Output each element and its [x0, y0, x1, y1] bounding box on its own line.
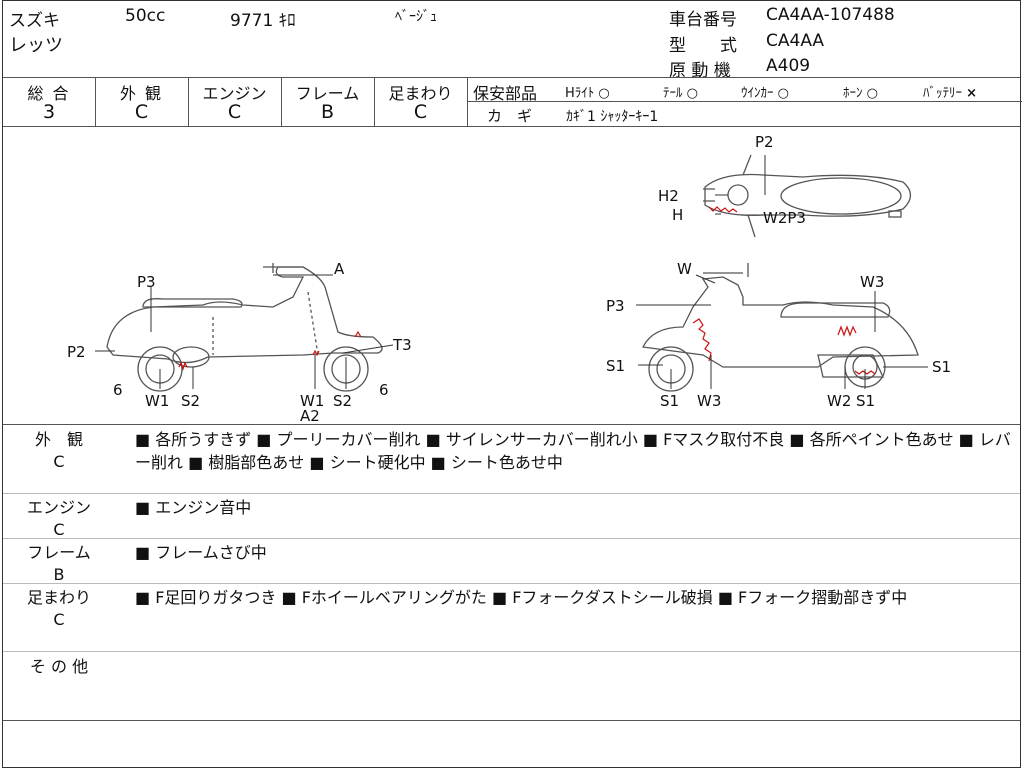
diagram-label: H — [672, 206, 684, 224]
diagram-label: P3 — [606, 297, 625, 315]
grade-label-exterior: 外 観 — [119, 84, 164, 103]
scooter-left-view — [106, 263, 383, 392]
divider — [3, 651, 1020, 652]
safety-item-winker: ｳｲﾝｶｰ ○ — [741, 86, 789, 101]
diagram-label: S1 — [932, 358, 952, 376]
divider — [467, 101, 1022, 102]
comment-text-frame: ■ フレームさび中 — [135, 543, 267, 562]
key-value: ｶｷﾞ1 ｼｬｯﾀｰｷｰ1 — [566, 109, 659, 125]
engine-label: 原 動 機 — [669, 61, 731, 81]
safety-item-tail: ﾃｰﾙ ○ — [663, 86, 698, 101]
diagram-label: H2 — [658, 187, 679, 205]
comment-text-suspension: ■ F足回りガタつき ■ Fホイールベアリングがた ■ Fフォークダストシール破… — [135, 588, 908, 607]
divider — [95, 77, 96, 127]
diagram-label: A2 — [300, 407, 320, 425]
divider — [374, 77, 375, 127]
grade-label-frame: フレーム — [295, 84, 360, 103]
divider — [3, 583, 1020, 584]
diagram-label: 6 — [379, 381, 389, 399]
grade-value-overall: 3 — [42, 101, 56, 123]
chassis-label: 車台番号 — [669, 10, 737, 30]
diagram-label: P2 — [67, 343, 86, 361]
diagram-label: 6 — [113, 381, 123, 399]
divider — [188, 77, 189, 127]
diagram-label: A — [334, 260, 345, 278]
divider — [3, 424, 1020, 425]
comment-label-other: そ の 他 — [29, 657, 89, 676]
scooter-diagram — [95, 154, 928, 392]
chassis-value: CA4AA-107488 — [766, 5, 895, 25]
grade-value-exterior: C — [134, 101, 149, 123]
diagram-label: S2 — [333, 392, 353, 410]
diagram-label: S1 — [660, 392, 680, 410]
diagram-label: W — [677, 260, 692, 278]
diagram-label: P3 — [137, 273, 156, 291]
type-value: CA4AA — [766, 31, 825, 51]
grade-label-suspension: 足まわり — [388, 84, 453, 103]
grade-value-engine: C — [227, 101, 242, 123]
engine-value: A409 — [766, 56, 811, 76]
diagram-label: P2 — [755, 133, 774, 151]
safety-label: 保安部品 — [473, 84, 538, 103]
safety-item-horn: ﾎｰﾝ ○ — [843, 86, 878, 101]
grade-label-engine: エンジン — [202, 84, 267, 103]
divider — [281, 77, 282, 127]
comment-text-engine: ■ エンジン音中 — [135, 498, 252, 517]
mileage: 9771 ｷﾛ — [230, 11, 296, 31]
damage-marks — [178, 206, 876, 375]
maker: スズキ — [9, 11, 60, 31]
divider — [3, 126, 1020, 127]
model-name: レッツ — [9, 35, 63, 56]
grade-value-suspension: C — [413, 101, 428, 123]
grade-label-overall: 総 合 — [27, 84, 71, 103]
diagram-label: S1 — [606, 357, 626, 375]
divider — [3, 77, 1020, 78]
displacement: 50cc — [125, 6, 166, 26]
safety-item-battery: ﾊﾞｯﾃﾘｰ × — [923, 86, 978, 101]
safety-item-headlight: Hﾗｲﾄ ○ — [565, 86, 610, 101]
diagram-label: W2P3 — [763, 209, 806, 227]
divider — [467, 77, 468, 127]
color: ﾍﾞｰｼﾞｭ — [395, 9, 437, 25]
diagram-label: W1 — [300, 392, 325, 410]
diagram-label: S2 — [181, 392, 201, 410]
diagram-label: W2 — [827, 392, 852, 410]
diagram-label: W3 — [697, 392, 722, 410]
diagram-label: S1 — [856, 392, 876, 410]
divider — [3, 538, 1020, 539]
divider — [3, 493, 1020, 494]
type-label: 型 式 — [669, 36, 737, 56]
key-label: カ ギ — [487, 107, 533, 125]
grade-value-frame: B — [320, 101, 335, 123]
comment-text-exterior: ■ 各所うすきず ■ プーリーカバー削れ ■ サイレンサーカバー削れ小 ■ Fマ… — [135, 430, 1011, 472]
diagram-label: W1 — [145, 392, 170, 410]
diagram-label: T3 — [393, 336, 412, 354]
diagram-label: W3 — [860, 273, 885, 291]
divider — [3, 720, 1020, 721]
scooter-top-view — [703, 154, 912, 238]
